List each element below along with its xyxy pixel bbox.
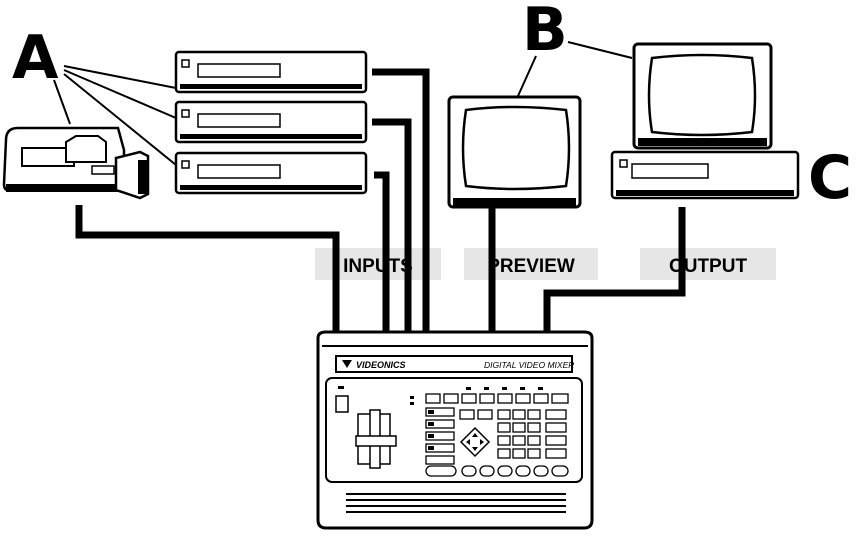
leader-lines [53, 41, 633, 166]
vcr3-cable [374, 171, 390, 332]
vcr-1 [174, 50, 368, 94]
camera-cable [75, 205, 340, 332]
inputs-label: INPUTS [343, 256, 413, 277]
preview-label: PREVIEW [487, 256, 575, 277]
camcorder-icon [2, 126, 150, 200]
label-a: A [12, 23, 59, 93]
preview-label-band [464, 248, 598, 280]
output-label-band [640, 248, 776, 280]
cables [75, 68, 686, 332]
mixer-brand: VIDEONICS [356, 360, 406, 370]
vcr2-cable [372, 118, 412, 332]
vcr-3 [174, 151, 368, 195]
vcr1-cable [372, 68, 430, 332]
vcr-2 [174, 100, 368, 144]
output-label: OUTPUT [669, 256, 748, 277]
label-c: C [808, 143, 852, 213]
output-vcr [610, 150, 800, 200]
mixer-model: DIGITAL VIDEO MIXER [484, 360, 574, 370]
output-monitor [632, 42, 773, 150]
label-b: B [522, 0, 568, 65]
output-cable [543, 207, 686, 332]
preview-monitor [447, 95, 582, 209]
video-mixer: VIDEONICS DIGITAL VIDEO MIXER [316, 330, 594, 530]
